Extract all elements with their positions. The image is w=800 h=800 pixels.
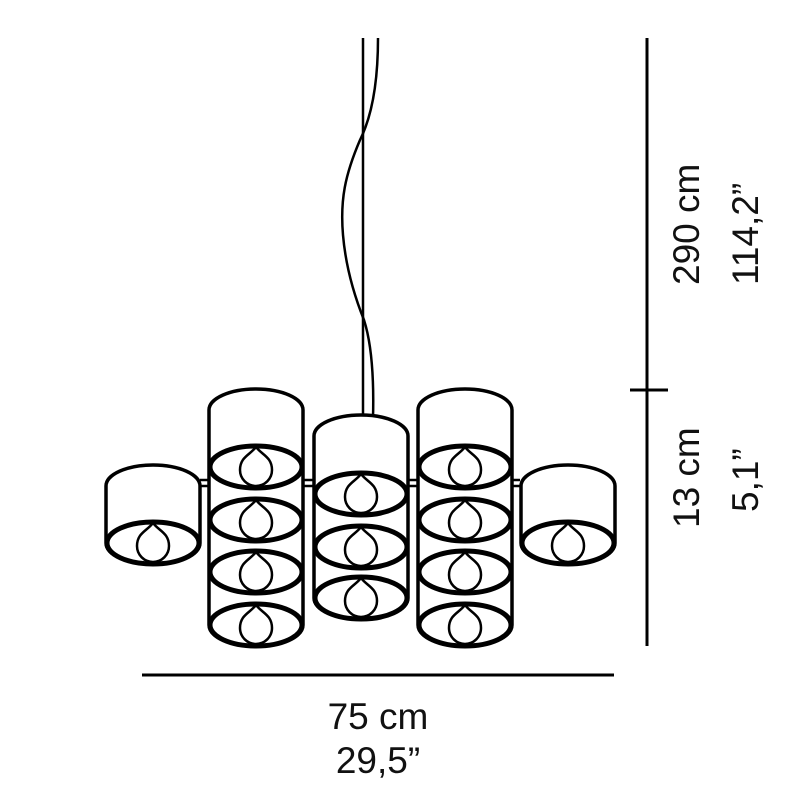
bulb-icon <box>238 602 274 646</box>
dimension-lines <box>142 38 668 677</box>
bulb-icon <box>550 520 586 564</box>
suspension-cable <box>340 37 380 419</box>
width-in: 29,5” <box>335 740 421 781</box>
body-height-cm: 13 cm <box>666 427 707 528</box>
bulb-icon <box>447 497 483 541</box>
lamp-shade <box>207 387 305 649</box>
bulb-icon <box>343 524 379 568</box>
bulb-icon <box>343 575 379 619</box>
lamp-shades <box>104 387 617 649</box>
lamp-shade <box>519 463 617 567</box>
bulb-icon <box>238 497 274 541</box>
bulb-icon <box>238 549 274 593</box>
bulb-icon <box>447 549 483 593</box>
bulb-icon <box>238 444 274 488</box>
bulb-icon <box>343 471 379 515</box>
body-height-in: 5,1” <box>725 448 766 512</box>
lamp-shade <box>104 463 202 567</box>
bulb-icon <box>447 602 483 646</box>
cable-height-cm: 290 cm <box>666 163 707 285</box>
bulb-icon <box>135 520 171 564</box>
lamp-shade <box>312 413 410 622</box>
bulb-icon <box>447 444 483 488</box>
cable-height-in: 114,2” <box>725 182 766 285</box>
lamp-shade <box>416 387 514 649</box>
width-cm: 75 cm <box>327 696 429 737</box>
